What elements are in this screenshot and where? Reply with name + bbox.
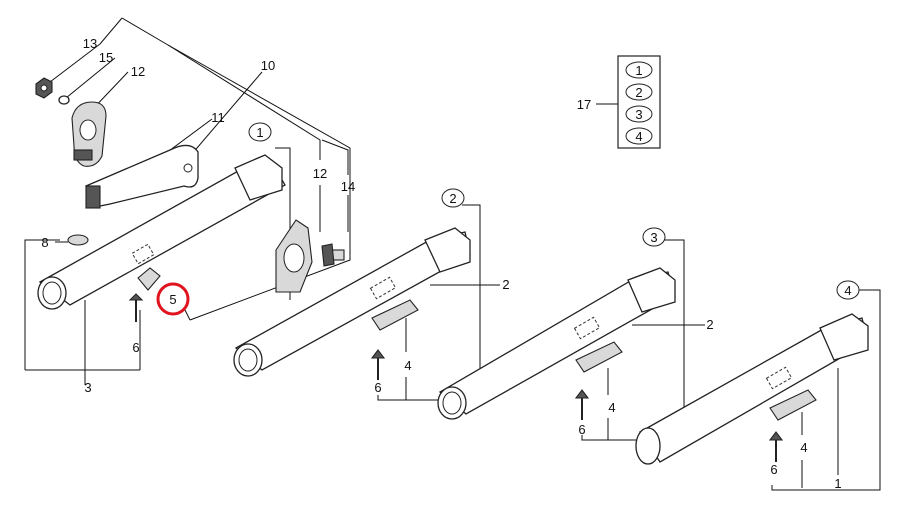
kit-item-label: 3 <box>635 107 642 122</box>
callout-4: 4 <box>800 440 807 455</box>
callout-6: 6 <box>132 340 139 355</box>
bolt-part <box>321 243 345 267</box>
tube-marker-label: 1 <box>256 125 263 140</box>
callout-1: 1 <box>834 476 841 491</box>
handle-part <box>85 144 199 209</box>
callout-15: 15 <box>99 50 113 65</box>
washer-part <box>58 95 70 105</box>
callout-13: 13 <box>83 36 97 51</box>
callout-6: 6 <box>578 422 585 437</box>
callout-5: 5 <box>169 292 176 307</box>
tube-3 <box>437 267 676 420</box>
callout-labels: 1 2 2 3 4 4 4 5 6 6 6 6 8 10 11 12 12 13… <box>41 36 841 491</box>
tube-4 <box>635 313 869 465</box>
tube-marker-label: 2 <box>449 191 456 206</box>
tube-marker-4: 4 <box>836 280 860 300</box>
callout-6: 6 <box>770 462 777 477</box>
highlight-circle <box>156 282 190 316</box>
callout-2: 2 <box>706 317 713 332</box>
tube-marker-1: 1 <box>248 122 272 142</box>
tube-1 <box>37 154 286 322</box>
kit-item-label: 1 <box>635 63 642 78</box>
callout-10: 10 <box>261 58 275 73</box>
callout-11: 11 <box>211 110 225 125</box>
callout-3: 3 <box>84 380 91 395</box>
kit-box: 1 2 3 4 <box>617 55 661 149</box>
callout-8: 8 <box>41 235 48 250</box>
callout-12: 12 <box>313 166 327 181</box>
nut-part <box>35 77 53 99</box>
tube-marker-2: 2 <box>441 188 465 208</box>
bracket-part <box>275 219 313 293</box>
callout-6: 6 <box>374 380 381 395</box>
kit-item-label: 4 <box>635 129 642 144</box>
callout-4: 4 <box>404 358 411 373</box>
callout-14: 14 <box>341 179 355 194</box>
callout-2: 2 <box>502 277 509 292</box>
callout-12: 12 <box>131 64 145 79</box>
kit-item-label: 2 <box>635 85 642 100</box>
callout-17: 17 <box>577 97 591 112</box>
tube-marker-label: 3 <box>650 230 657 245</box>
callout-4: 4 <box>608 400 615 415</box>
tube-marker-3: 3 <box>642 227 666 247</box>
tube-marker-label: 4 <box>844 283 851 298</box>
clamp-part <box>71 101 107 167</box>
tube-2 <box>233 227 471 380</box>
